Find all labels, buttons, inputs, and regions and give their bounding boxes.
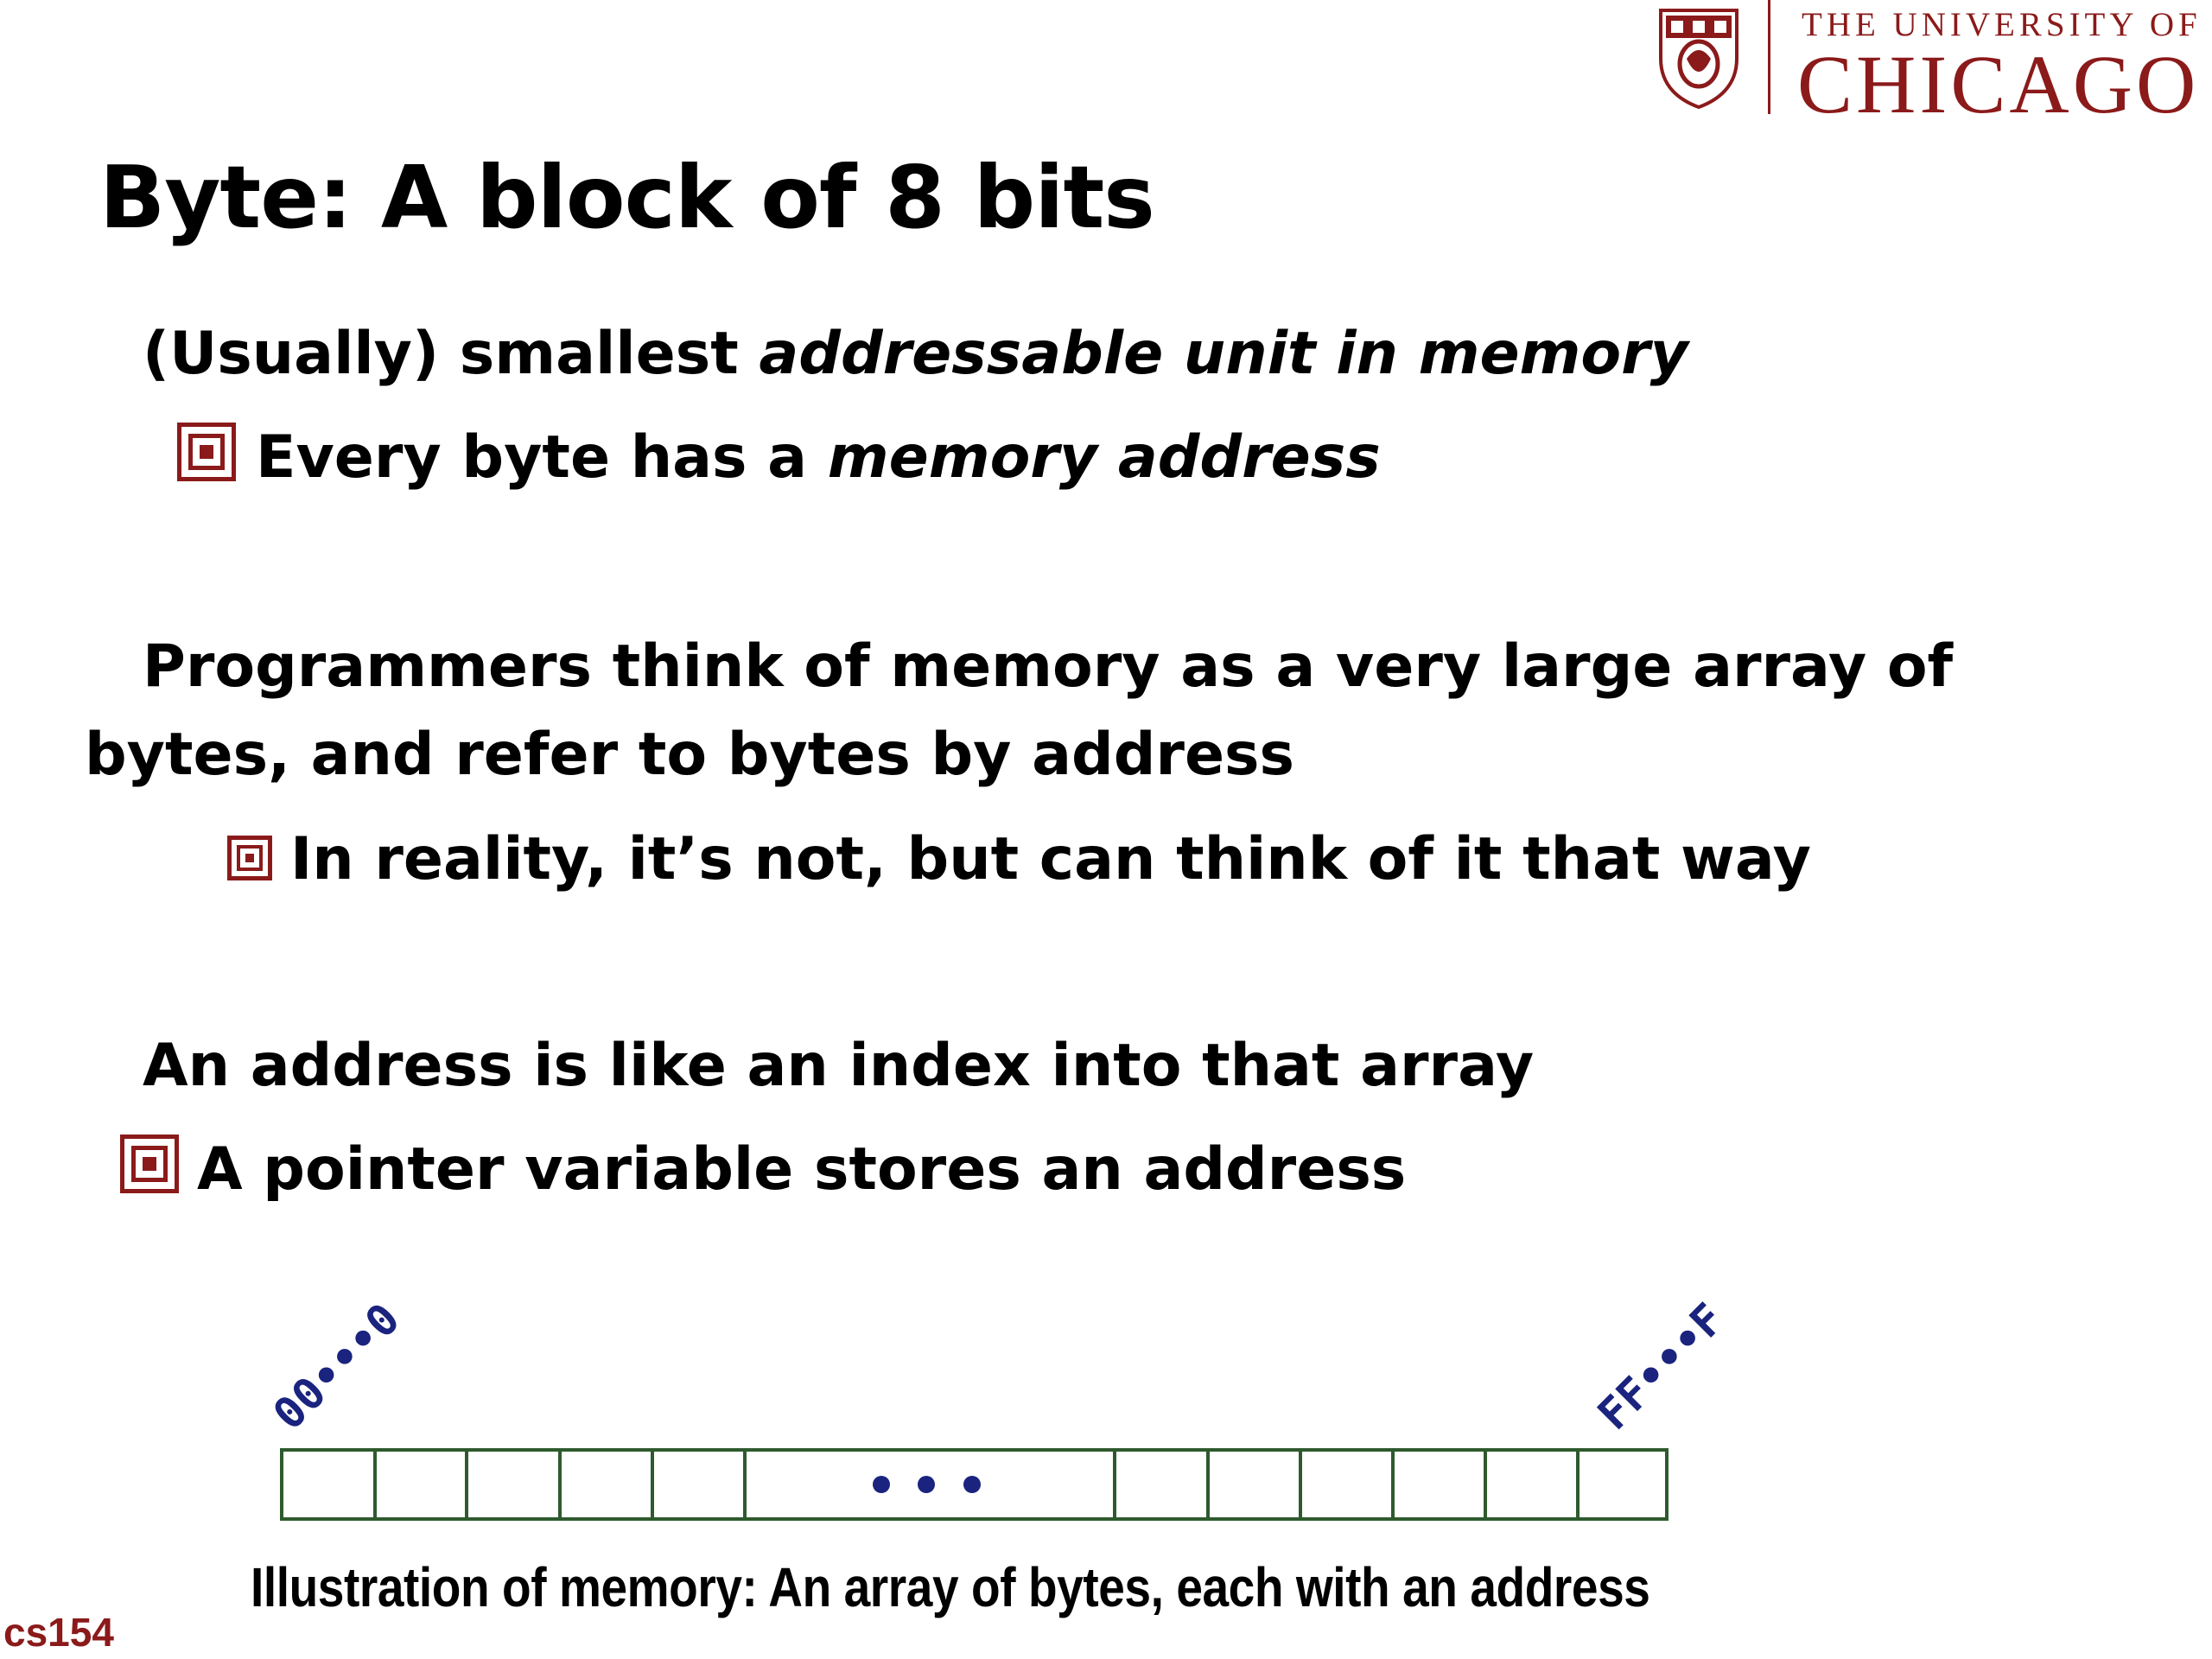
- bullet-icon: [120, 1135, 179, 1193]
- subpoint-pointer-variable: A pointer variable stores an address: [197, 1135, 1407, 1204]
- bullet-icon: [227, 836, 272, 880]
- memory-cell: [1391, 1448, 1484, 1521]
- memory-cell: [280, 1448, 373, 1521]
- subpoint-prefix: Every byte has a: [256, 423, 828, 492]
- point-prefix: (Usually) smallest: [143, 320, 760, 388]
- memory-cell: [465, 1448, 558, 1521]
- logo-university-text: THE UNIVERSITY OF: [1802, 6, 2202, 43]
- ellipsis-dot: [963, 1476, 981, 1493]
- logo-divider: [1768, 0, 1770, 114]
- logo-chicago-text: CHICAGO: [1797, 38, 2200, 130]
- subpoint-emphasis: memory address: [827, 423, 1381, 492]
- memory-cell: [1113, 1448, 1206, 1521]
- point-emphasis: addressable unit in memory: [759, 320, 1688, 388]
- memory-cell: [373, 1448, 465, 1521]
- memory-cell: [1576, 1448, 1669, 1521]
- point-smallest-unit: (Usually) smallest addressable unit in m…: [143, 325, 1688, 384]
- memory-cell: [1206, 1448, 1299, 1521]
- start-address-label: 00•••0: [264, 1294, 410, 1440]
- memory-cell: [651, 1448, 743, 1521]
- subpoint-memory-address: Every byte has a memory address: [256, 429, 1381, 487]
- point-programmers-line1: Programmers think of memory as a very la…: [143, 632, 1954, 701]
- memory-cell: [558, 1448, 651, 1521]
- point-address-index: An address is like an index into that ar…: [143, 1032, 1535, 1100]
- university-seal-icon: [1659, 9, 1738, 109]
- memory-cell: [1299, 1448, 1391, 1521]
- end-address-label: FF•••F: [1588, 1294, 1734, 1440]
- bullet-icon: [177, 423, 236, 481]
- ellipsis-dot: [873, 1476, 890, 1493]
- slide-title: Byte: A block of 8 bits: [99, 147, 1155, 248]
- memory-cell: [1484, 1448, 1576, 1521]
- ellipsis-dot: [918, 1476, 935, 1493]
- subpoint-reality: In reality, it’s not, but can think of i…: [290, 825, 1811, 893]
- course-label: cs154: [3, 1610, 114, 1655]
- diagram-caption: Illustration of memory: An array of byte…: [251, 1556, 1650, 1618]
- memory-gap-cell: [743, 1448, 1113, 1521]
- point-programmers-line2: bytes, and refer to bytes by address: [85, 721, 1295, 789]
